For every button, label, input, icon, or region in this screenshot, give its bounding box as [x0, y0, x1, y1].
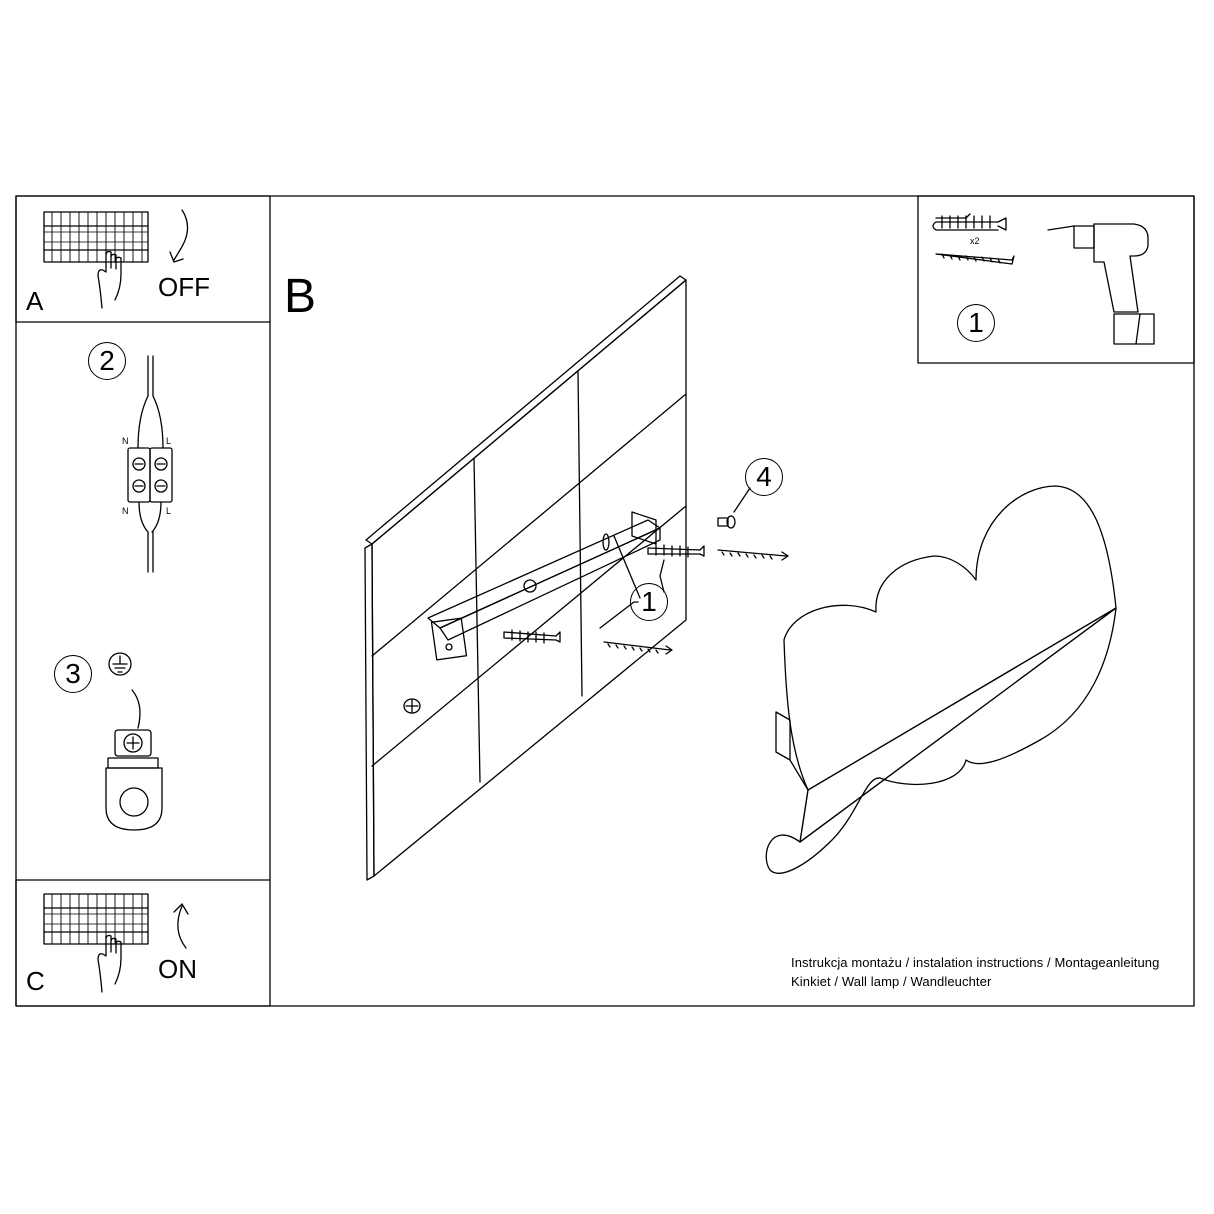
ground-clamp-icon [105, 689, 163, 831]
live-label-bottom: L [166, 506, 172, 516]
screw-lower [603, 641, 673, 655]
panel-c-frame [15, 879, 271, 1007]
arrow-down-icon [169, 209, 189, 263]
wall-screw-icon [403, 698, 421, 714]
breaker-box-icon-c [43, 893, 149, 945]
breaker-box-icon [43, 211, 149, 263]
step-3-badge: 3 [54, 655, 92, 693]
tiled-wall [364, 275, 687, 881]
panel-c-letter: C [26, 966, 45, 996]
callout-leader-4 [733, 487, 751, 513]
arrow-up-icon [173, 903, 189, 949]
caption-line-2: Kinkiet / Wall lamp / Wandleuchter [791, 974, 992, 989]
off-label: OFF [158, 272, 210, 302]
wall-plug-icon [932, 213, 1007, 231]
cap-screw-icon [717, 515, 736, 529]
anchor-upper [647, 544, 705, 558]
screw-icon [935, 253, 1015, 265]
step-4-badge: 4 [745, 458, 783, 496]
earth-symbol-icon [108, 652, 132, 676]
on-label: ON [158, 954, 197, 984]
panel-a-letter: A [26, 286, 44, 316]
step-2-badge: 2 [88, 342, 126, 380]
panel-b-letter: B [284, 270, 317, 323]
cloud-lamp [765, 485, 1117, 874]
outer-frame [15, 195, 1195, 1007]
hand-icon-c [97, 934, 122, 993]
caption-line-1: Instrukcja montażu / instalation instruc… [791, 955, 1160, 970]
neutral-label-bottom: N [122, 506, 129, 516]
hand-icon [97, 250, 122, 309]
mounting-bracket [427, 511, 661, 661]
drill-icon [1047, 223, 1155, 345]
anchor-lower [503, 629, 561, 644]
step-1-anchors-badge: 1 [630, 583, 668, 621]
live-label-top: L [166, 436, 172, 446]
quantity-label: x2 [970, 236, 980, 246]
neutral-label-top: N [122, 436, 129, 446]
terminal-block-icon [127, 355, 173, 573]
step-1-tools-badge: 1 [957, 304, 995, 342]
panel-a-frame [15, 195, 271, 323]
screw-upper [717, 549, 789, 561]
tools-panel-frame [917, 195, 1195, 364]
